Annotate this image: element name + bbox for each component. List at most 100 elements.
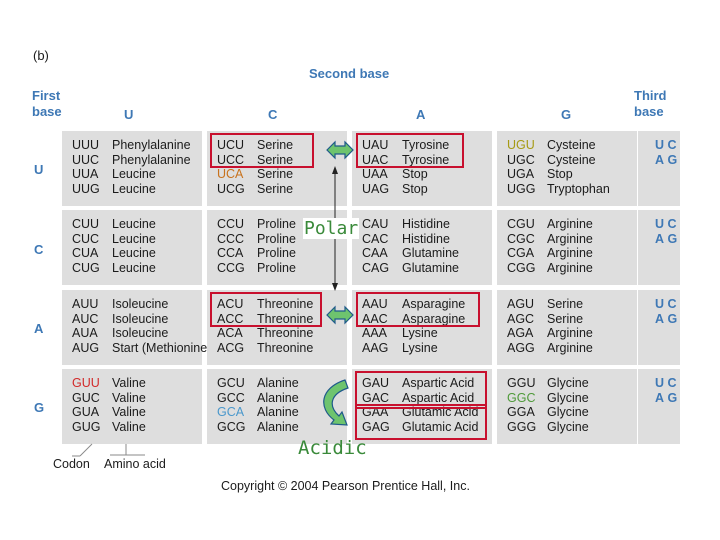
highlight-box-glutamic-acid <box>355 404 487 440</box>
codon: UGC <box>507 152 535 167</box>
codon: CAU <box>362 217 389 231</box>
third-base-column-a: U C A G <box>638 290 680 365</box>
third-base-letter: A <box>655 152 665 167</box>
amino-acid: Threonine <box>257 341 314 356</box>
amino-acid: Threonine <box>257 311 314 326</box>
codon-cell-ag: AGU AGC AGA AGG Serine Serine Arginine A… <box>497 290 637 365</box>
amino-acid: Phenylalanine <box>112 152 191 167</box>
codon: UCU <box>217 138 245 152</box>
amino-acid: Asparagine <box>402 311 466 326</box>
codon: AUC <box>72 311 99 326</box>
amino-acid: Leucine <box>112 261 156 276</box>
codon: GAG <box>362 420 390 435</box>
third-base-letter: G <box>667 152 678 167</box>
codon: GAU <box>362 376 390 390</box>
third-base-letter: A <box>655 390 665 405</box>
amino-acid: Alanine <box>257 390 299 405</box>
amino-acid: Serine <box>547 311 584 326</box>
codon-cell-uc: UCU UCC UCA UCG Serine Serine Serine Ser… <box>207 131 347 206</box>
codon: AAA <box>362 326 388 341</box>
codon-highlighted: GGC <box>507 390 536 405</box>
amino-acid: Leucine <box>112 167 156 182</box>
codon-cell-ua: UAU UAC UAA UAG Tyrosine Tyrosine Stop S… <box>352 131 492 206</box>
highlight-box-serine <box>210 133 314 168</box>
codon: CCC <box>217 231 245 246</box>
codon: CGC <box>507 231 535 246</box>
amino-acid: Glycine <box>547 376 589 390</box>
second-base-heading: Second base <box>309 66 390 81</box>
codon: UUU <box>72 138 100 152</box>
amino-acid: Arginine <box>547 246 593 261</box>
third-base-letter: C <box>667 138 677 152</box>
codon-highlighted: GCA <box>217 405 245 420</box>
amino-acid: Leucine <box>112 246 156 261</box>
third-base-letter: A <box>655 311 665 326</box>
amino-acid: Serine <box>257 182 294 197</box>
column-header-u: U <box>124 107 134 122</box>
codon: AUU <box>72 297 99 311</box>
third-base-letter: C <box>667 376 677 390</box>
codon: CCG <box>217 261 245 276</box>
amino-acid: Arginine <box>547 326 593 341</box>
third-base-letter: C <box>667 217 677 231</box>
amino-acid: Valine <box>112 376 146 390</box>
codon-label: Codon <box>53 457 90 471</box>
codon-highlighted: UGU <box>507 138 535 152</box>
amino-acid: Leucine <box>112 217 156 231</box>
third-base-column-g: U C A G <box>638 369 680 444</box>
curved-arrow-icon <box>323 379 349 426</box>
amino-acid: Arginine <box>547 341 593 356</box>
codon: GUA <box>72 405 100 420</box>
column-header-a: A <box>416 107 426 122</box>
row-header-u: U <box>34 162 44 177</box>
acidic-annotation: Acidic <box>298 437 367 459</box>
amino-acid: Alanine <box>257 376 299 390</box>
codon: AUA <box>72 326 98 341</box>
arrowhead-up-icon <box>332 166 338 174</box>
codon: UAC <box>362 152 389 167</box>
codon: CAA <box>362 246 388 261</box>
amino-acid: Lysine <box>402 326 438 341</box>
codon: AGC <box>507 311 535 326</box>
amino-acid: Glycine <box>547 420 589 435</box>
amino-acid: Proline <box>257 261 296 276</box>
third-base-heading-line2: base <box>634 104 664 119</box>
codon-cell-ug: UGU UGC UGA UGG Cysteine Cysteine Stop T… <box>497 131 637 206</box>
amino-acid: Alanine <box>257 420 299 435</box>
codon: ACC <box>217 311 244 326</box>
amino-acid: Asparagine <box>402 297 466 311</box>
highlight-box-aspartic-acid <box>355 371 487 409</box>
codon: GGU <box>507 376 536 390</box>
codon: CCU <box>217 217 245 231</box>
amino-acid: Threonine <box>257 326 314 341</box>
amino-acid: Cysteine <box>547 152 596 167</box>
third-base-column-c: U C A G <box>638 210 680 285</box>
codon: AGA <box>507 326 534 341</box>
codon: GGG <box>507 420 537 435</box>
codon-cell-ga: GAU GAC GAA GAG Aspartic Acid Aspartic A… <box>352 369 492 444</box>
codon-cell-cu: CUU CUC CUA CUG Leucine Leucine Leucine … <box>62 210 202 285</box>
codon: GCC <box>217 390 245 405</box>
amino-acid: Lysine <box>402 341 438 356</box>
codon: UUG <box>72 182 100 197</box>
amino-acid: Threonine <box>257 297 314 311</box>
amino-acid: Arginine <box>547 217 593 231</box>
codon-highlighted: GUU <box>72 376 100 390</box>
amino-acid: Aspartic Acid <box>402 376 475 390</box>
third-base-letter: U <box>655 217 665 231</box>
codon: CGA <box>507 246 535 261</box>
codon-cell-uu: UUU UUC UUA UUG Phenylalanine Phenylalan… <box>62 131 202 206</box>
amino-acid: Glutamic Acid <box>402 420 479 435</box>
codon: AAC <box>362 311 388 326</box>
third-base-letter: U <box>655 138 665 152</box>
codon: AUG <box>72 341 100 356</box>
first-base-heading-line1: First <box>32 88 61 103</box>
amino-acid: Arginine <box>547 261 593 276</box>
amino-acid: Isoleucine <box>112 326 169 341</box>
amino-acid: Aspartic Acid <box>402 390 475 405</box>
amino-acid: Glutamine <box>402 246 459 261</box>
codon: ACA <box>217 326 243 341</box>
highlight-box-tyrosine <box>356 133 464 168</box>
amino-acid: Stop <box>402 182 428 197</box>
row-header-a: A <box>34 321 44 336</box>
